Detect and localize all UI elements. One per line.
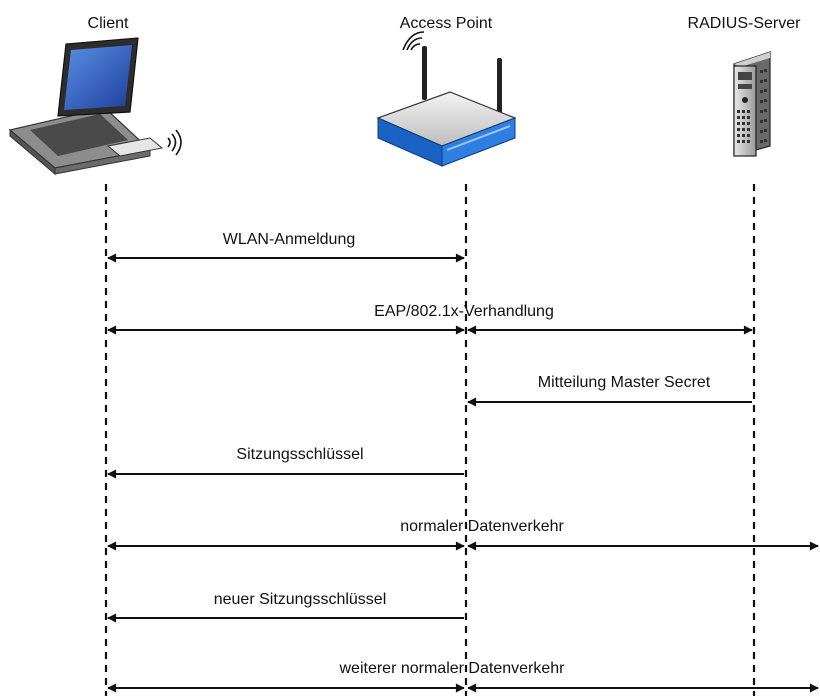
- message-label: WLAN-Anmeldung: [223, 231, 356, 248]
- message-sitzungsschluessel: Sitzungsschlüssel: [107, 446, 464, 479]
- message-weiterer-datenverkehr: weiterer normaler Datenverkehr: [107, 660, 819, 693]
- laptop-icon: [8, 37, 182, 176]
- participant-label-access-point: Access Point: [400, 15, 493, 32]
- participant-label-client: Client: [88, 15, 129, 32]
- message-wlan-anmeldung: WLAN-Anmeldung: [107, 231, 465, 263]
- message-label: EAP/802.1x-Verhandlung: [374, 303, 554, 320]
- message-label: weiterer normaler Datenverkehr: [339, 660, 566, 677]
- message-label: normaler Datenverkehr: [400, 518, 564, 535]
- message-neuer-sitzungsschluessel: neuer Sitzungsschlüssel: [107, 591, 464, 623]
- message-label: Mitteilung Master Secret: [538, 374, 711, 391]
- message-normaler-datenverkehr: normaler Datenverkehr: [107, 518, 819, 551]
- message-label: neuer Sitzungsschlüssel: [214, 591, 387, 608]
- router-icon: [376, 31, 517, 167]
- participant-label-radius-server: RADIUS-Server: [688, 15, 802, 32]
- message-eap-verhandlung: EAP/802.1x-Verhandlung: [107, 303, 753, 335]
- message-master-secret: Mitteilung Master Secret: [467, 374, 752, 407]
- server-tower-icon: [733, 51, 771, 157]
- message-label: Sitzungsschlüssel: [236, 446, 363, 463]
